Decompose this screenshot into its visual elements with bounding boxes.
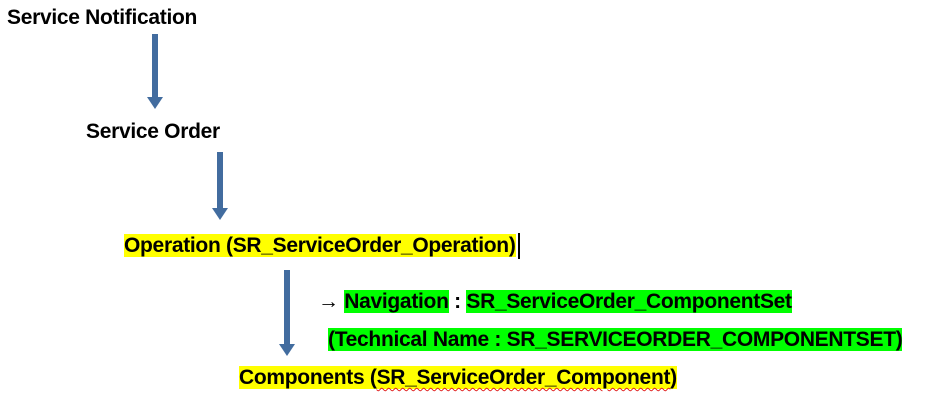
technical-name-line: (Technical Name : SR_SERVICEORDER_COMPON…	[328, 327, 903, 353]
operation-node: Operation (SR_ServiceOrder_Operation)	[124, 233, 520, 259]
service-order-label: Service Order	[86, 120, 220, 143]
service-order-node: Service Order	[86, 119, 220, 145]
navigation-label: Navigation	[344, 290, 449, 313]
components-prefix: Components (	[239, 366, 377, 389]
technical-name-label: (Technical Name : SR_SERVICEORDER_COMPON…	[328, 328, 903, 351]
service-notification-label: Service Notification	[7, 6, 198, 29]
navigation-value: SR_ServiceOrder_ComponentSet	[466, 290, 792, 313]
components-suffix: )	[670, 366, 677, 389]
text-cursor	[517, 233, 520, 259]
navigation-line: → Navigation : SR_ServiceOrder_Component…	[318, 289, 792, 315]
navigation-arrow-icon: →	[318, 290, 339, 313]
operation-label: Operation (SR_ServiceOrder_Operation)	[124, 234, 516, 257]
navigation-separator: :	[448, 290, 467, 313]
components-node: Components (SR_ServiceOrder_Component)	[239, 365, 677, 391]
service-notification-node: Service Notification	[7, 5, 197, 31]
components-entity: SR_ServiceOrder_Component	[376, 366, 671, 389]
